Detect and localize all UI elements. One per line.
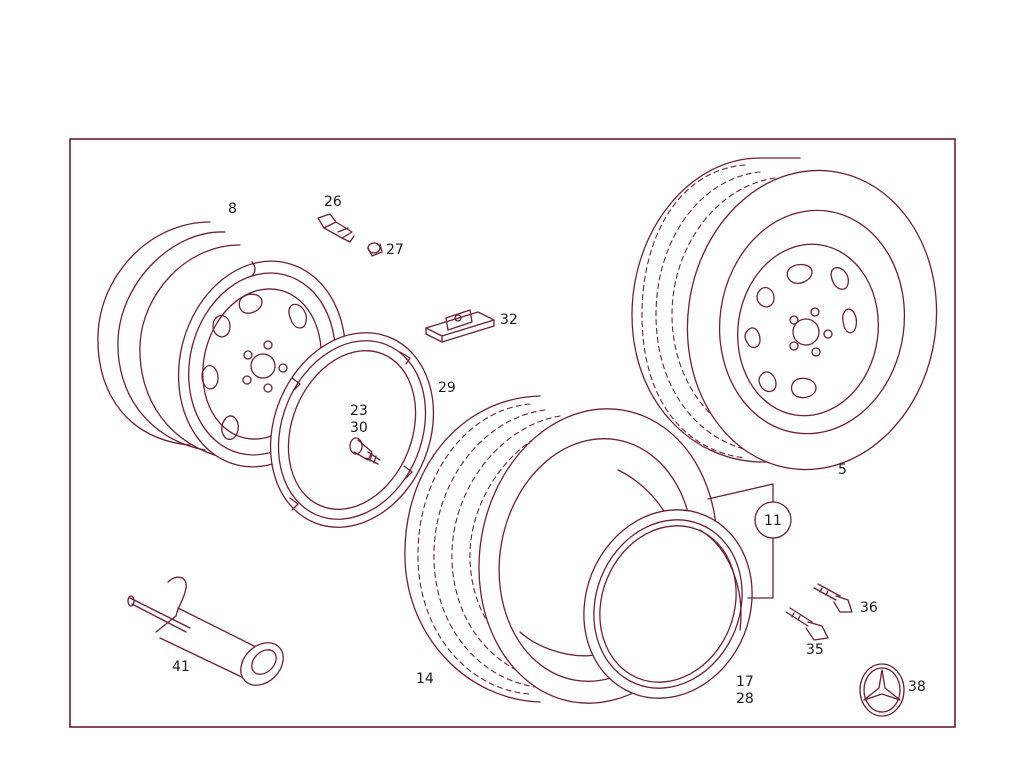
- valve-part-26[interactable]: [317, 213, 355, 243]
- tool-part-41[interactable]: [127, 576, 292, 693]
- diagram-frame: [69, 138, 956, 728]
- label-8: 8: [228, 201, 237, 217]
- complete-wheel-part-5[interactable]: [631, 154, 956, 486]
- three-pointed-star-icon[interactable]: [859, 663, 905, 717]
- label-30: 30: [350, 420, 368, 436]
- group-callout-11[interactable]: [707, 483, 792, 599]
- wheel-bolt-part-23-30[interactable]: [349, 437, 381, 465]
- bolt-part-36[interactable]: [813, 583, 853, 613]
- label-26: 26: [324, 194, 342, 210]
- label-28: 28: [736, 691, 754, 707]
- rim-band-part-17-28[interactable]: [556, 484, 780, 723]
- label-29: 29: [438, 380, 456, 396]
- label-36: 36: [860, 600, 878, 616]
- label-32: 32: [500, 312, 518, 328]
- label-17: 17: [736, 674, 754, 690]
- label-35: 35: [806, 642, 824, 658]
- label-5: 5: [838, 462, 847, 478]
- label-41: 41: [172, 659, 190, 675]
- label-27: 27: [386, 242, 404, 258]
- valve-cap-part-27[interactable]: [367, 242, 383, 257]
- bolt-part-35[interactable]: [785, 607, 829, 641]
- label-23: 23: [350, 403, 368, 419]
- label-38: 38: [908, 679, 926, 695]
- wheel-cover-ring-part-29[interactable]: [242, 308, 462, 552]
- balance-weight-part-32[interactable]: [425, 309, 495, 343]
- label-14: 14: [416, 671, 434, 687]
- label-11: 11: [764, 513, 782, 529]
